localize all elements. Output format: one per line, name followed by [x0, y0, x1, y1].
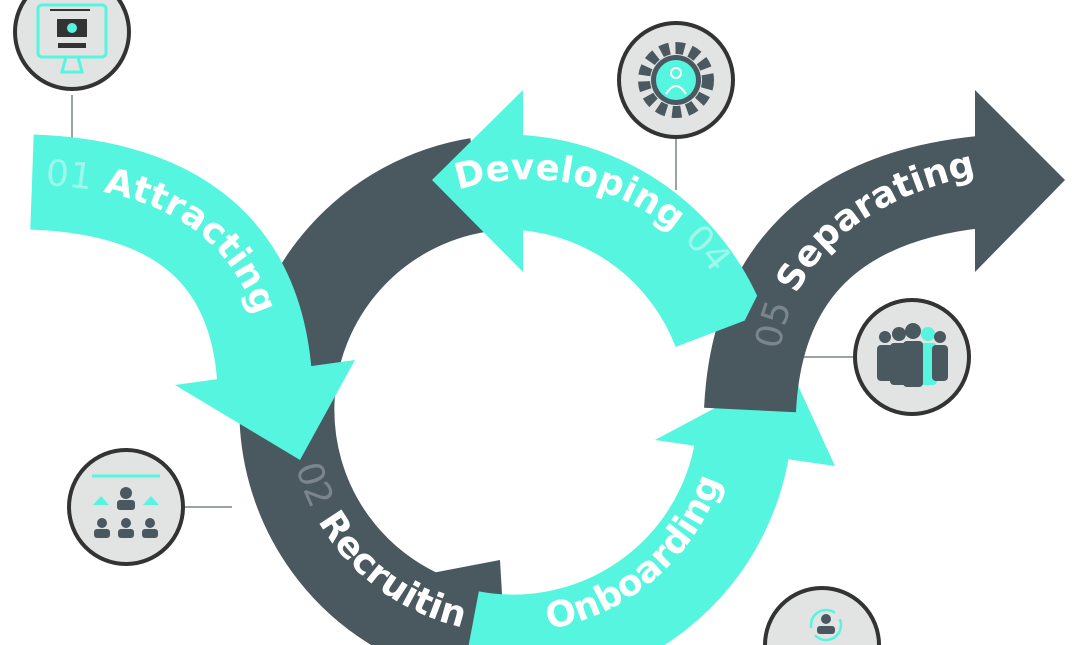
- icon-circle-attracting: [13, 0, 131, 91]
- icon-circle-separating: [853, 298, 971, 416]
- icon-circle-developing: [617, 21, 735, 139]
- icon-circle-recruiting: [67, 448, 185, 566]
- monitor-video-icon: [36, 3, 108, 74]
- icon-circle-onboarding: [763, 586, 881, 645]
- attracting-arrow: [29, 134, 355, 460]
- group-people-icon: [877, 323, 948, 387]
- user-cycle-icon: [809, 608, 843, 642]
- developing-arrow: [432, 90, 765, 348]
- connector-lines: [71, 95, 855, 508]
- gear-person-icon: [638, 42, 714, 118]
- org-chart-people-icon: [92, 474, 160, 538]
- separating-arrow-overlap: [705, 290, 800, 410]
